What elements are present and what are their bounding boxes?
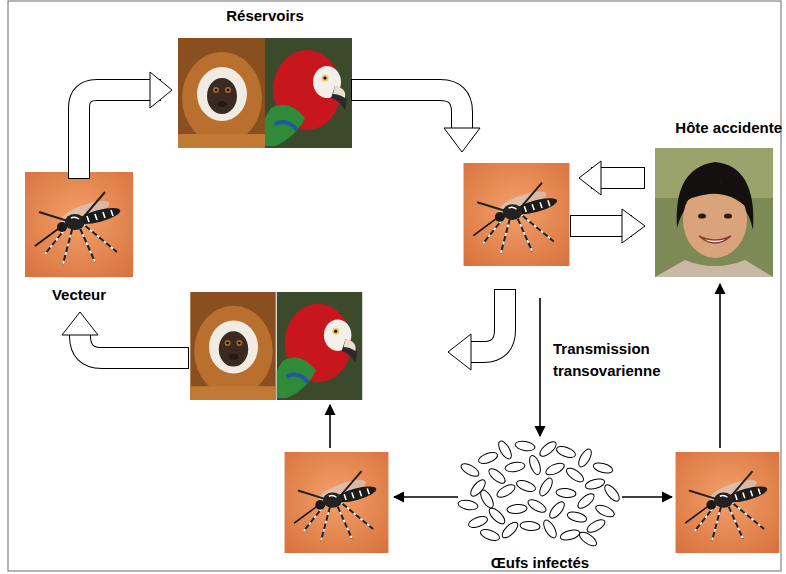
reservoir-parrot-photo [265,38,352,148]
vector-picture: Vecteur [17,168,141,304]
parrot-photo [277,292,362,400]
reservoir-group: Réservoirs [172,6,358,152]
arrow-fill [79,90,150,168]
arrow-outline [79,90,150,168]
block-arrow [62,312,178,358]
node-heading: Vecteur [17,285,141,304]
node-heading: Œufs infectés [452,553,628,572]
reservoir-monkey-photo [178,38,265,148]
frame [8,1,781,571]
host-picture: Hôte accidente [632,118,782,280]
arrow-label: Transmission transovarienne [553,338,685,382]
thin-arrow [622,496,672,498]
vector-mosquito-photo [25,172,133,277]
node-heading: Hôte accidente [632,118,782,137]
block-arrow [581,209,645,243]
block-arrow [448,300,505,370]
eggs-picture: Œufs infectés [452,436,628,572]
thin-arrow [539,298,541,436]
block-arrow [362,90,480,152]
block-arrow-connector [79,72,172,168]
monkey-photo [190,292,275,400]
mosquito-photo [285,452,389,553]
thin-arrow [719,284,721,448]
thin-arrow [329,405,331,448]
egg-cluster [457,439,622,548]
mosquito-photo [464,163,570,266]
node-heading: Réservoirs [172,6,358,25]
child-photo [655,148,773,277]
thin-arrow [394,496,458,498]
arrow-head [150,72,172,108]
mosquito-photo [676,452,780,553]
block-arrow [579,161,634,195]
